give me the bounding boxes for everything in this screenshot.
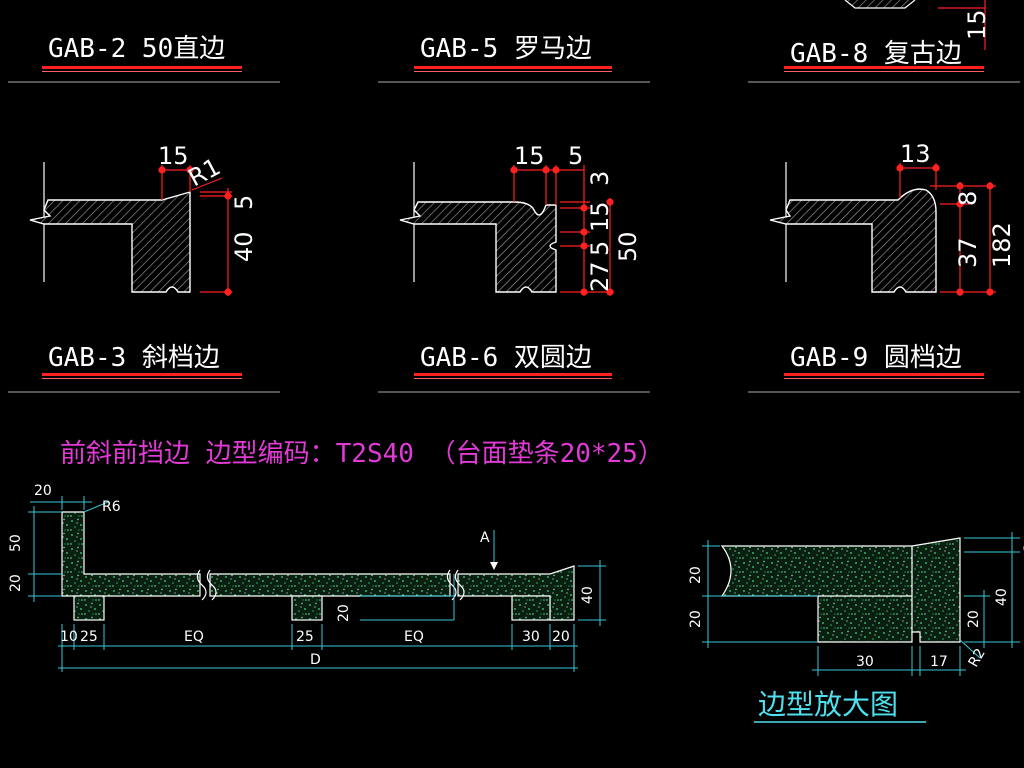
cross-section: 20 R6 50 20 A 20 40 10 25 EQ 25 EQ 30 20… xyxy=(8,483,606,672)
dim-label-40: 40 xyxy=(994,588,1010,606)
caption-gab3: GAB-3 斜档边 xyxy=(42,343,242,379)
dim-label-20: 20 xyxy=(8,574,24,592)
caption-underline xyxy=(42,66,242,69)
break-mark xyxy=(454,569,465,601)
caption-gab2: GAB-2 50直边 xyxy=(42,34,242,72)
dim-label-8: 8 xyxy=(954,191,982,206)
dim-label-25: 25 xyxy=(296,629,314,645)
caption-text: GAB-9 圆档边 xyxy=(790,343,962,373)
caption-underline xyxy=(784,378,984,379)
profile-gab6: 15 5 3 15 27 5 50 xyxy=(399,142,642,296)
dim-label-20: 20 xyxy=(688,610,704,628)
dim-label-3: 3 xyxy=(586,171,614,186)
dim-label-30: 30 xyxy=(522,629,540,645)
dim-label-5: 5 xyxy=(568,142,583,170)
caption-underline xyxy=(42,71,242,72)
dim-label-20: 20 xyxy=(552,629,570,645)
caption-underline xyxy=(414,71,612,72)
dim-label-10: 10 xyxy=(60,629,78,645)
break-mark xyxy=(446,569,457,601)
dim-label-20: 20 xyxy=(966,610,982,628)
dim-label-d: D xyxy=(310,652,321,668)
slab-left xyxy=(61,511,201,597)
section-dimensions xyxy=(28,496,606,672)
edge-profile-shape xyxy=(720,537,961,643)
caption-gab9: GAB-9 圆档边 xyxy=(784,343,984,379)
caption-text: GAB-5 罗马边 xyxy=(420,34,592,64)
caption-text: GAB-6 双圆边 xyxy=(420,343,592,373)
break-mark xyxy=(206,569,217,601)
caption-gab5: GAB-5 罗马边 xyxy=(414,34,612,72)
dim-label-30: 30 xyxy=(856,654,874,670)
dim-label-40: 40 xyxy=(230,231,258,262)
caption-underline xyxy=(784,71,984,72)
profile-shape xyxy=(29,191,191,293)
dim-label-15: 15 xyxy=(963,9,991,40)
dim-label-50: 50 xyxy=(8,534,24,552)
section-title: 前斜前挡边 边型编码：T2S40 （台面垫条20*25） xyxy=(60,439,664,469)
caption-underline xyxy=(784,373,984,376)
break-mark xyxy=(196,569,207,601)
dim-label-13: 13 xyxy=(900,140,931,168)
dim-label-37: 37 xyxy=(954,237,982,268)
dimensions xyxy=(896,163,996,296)
caption-underline xyxy=(784,66,984,69)
caption-underline xyxy=(414,373,612,376)
dim-label-182: 182 xyxy=(988,222,1016,268)
slab-right xyxy=(457,565,575,621)
profile-gab9: 13 8 37 182 xyxy=(769,140,1016,296)
gab8-profile-fragment xyxy=(844,0,916,9)
dim-label-20: 20 xyxy=(34,483,52,499)
label-a: A xyxy=(480,530,490,546)
dim-label-25: 25 xyxy=(80,629,98,645)
top-row-partial: 15 xyxy=(844,0,991,50)
caption-gab8: GAB-8 复古边 xyxy=(784,39,984,72)
enlarged-detail: 3 20 20 40 20 30 17 R2 边型放大图 xyxy=(688,532,1024,723)
dim-label-3: 3 xyxy=(1022,543,1024,552)
dim-label-40: 40 xyxy=(580,586,596,604)
dim-label-5b: 5 xyxy=(586,241,614,256)
caption-text: GAB-3 斜档边 xyxy=(48,343,220,373)
caption-text: GAB-8 复古边 xyxy=(790,39,962,69)
caption-underline xyxy=(42,378,242,379)
dim-label-r2: R2 xyxy=(966,646,989,670)
caption-text: GAB-2 50直边 xyxy=(48,34,225,64)
dim-label-r6: R6 xyxy=(102,499,121,515)
caption-underline xyxy=(414,66,612,69)
profile-shape xyxy=(769,188,937,293)
detail-dimensions xyxy=(702,532,1020,676)
support-strip xyxy=(511,595,551,621)
dim-label-20: 20 xyxy=(336,604,352,622)
dim-label-20: 20 xyxy=(688,566,704,584)
dim-label-15: 15 xyxy=(514,142,545,170)
dim-label-17: 17 xyxy=(930,654,948,670)
support-strip xyxy=(291,595,323,621)
dim-label-eq: EQ xyxy=(404,629,424,645)
dim-label-27: 27 xyxy=(586,261,614,292)
arrow-icon xyxy=(490,562,498,570)
dimensions xyxy=(510,165,614,296)
dim-label-50: 50 xyxy=(614,231,642,262)
dim-label-15: 15 xyxy=(158,142,189,170)
profile-gab3: 15 R1 5 40 xyxy=(29,142,258,296)
dim-label-15b: 15 xyxy=(586,201,614,232)
detail-title: 边型放大图 xyxy=(758,688,898,721)
dim-label-eq: EQ xyxy=(184,629,204,645)
caption-underline xyxy=(414,378,612,379)
profile-shape xyxy=(399,201,557,293)
dim-label-5: 5 xyxy=(230,195,258,210)
slab-middle xyxy=(209,573,451,597)
caption-underline xyxy=(42,373,242,376)
support-strip xyxy=(73,595,105,621)
dimensions xyxy=(158,165,232,296)
caption-gab6: GAB-6 双圆边 xyxy=(414,343,612,379)
